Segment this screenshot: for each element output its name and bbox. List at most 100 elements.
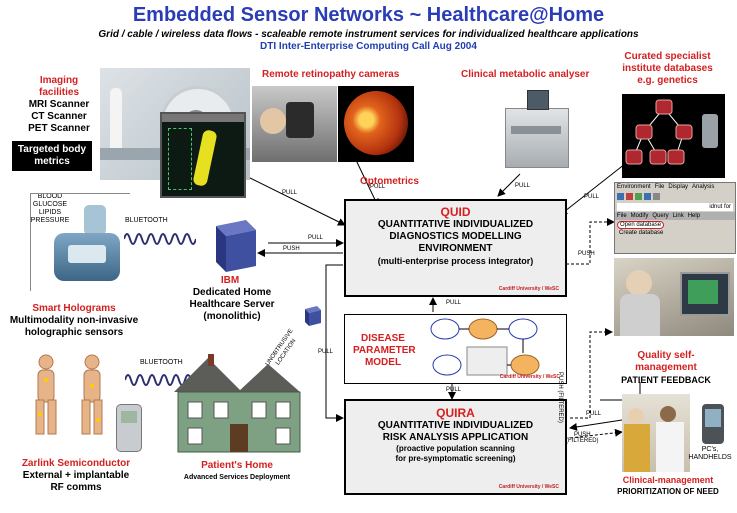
quid-credit: Cardiff University / WeSC xyxy=(498,286,559,292)
quality-line3: PATIENT FEEDBACK xyxy=(621,375,711,385)
quality-line1: Quality self- xyxy=(637,350,695,361)
toolbar-icon[interactable] xyxy=(635,193,642,200)
holograms-line1: Multimodality non-invasive xyxy=(9,315,139,326)
menu-item[interactable]: File xyxy=(617,213,627,219)
software-menubar: Environment File Display Analysis xyxy=(615,183,735,191)
pull-label-retina: PULL xyxy=(370,184,386,190)
toolbar-icon[interactable] xyxy=(617,193,624,200)
sensor-type: PRESSURE xyxy=(30,217,70,224)
sensor-types: BLOOD GLUCOSE LIPIDS PRESSURE xyxy=(22,193,78,225)
quid-line2: DIAGNOSTICS MODELLING xyxy=(389,231,522,242)
quid-box: QUID QUANTITATIVE INDIVIDUALIZED DIAGNOS… xyxy=(344,199,567,297)
holograms-desc: Multimodality non-invasive holographic s… xyxy=(5,315,143,339)
clinical-management-label: Clinical-management PRIORITIZATION OF NE… xyxy=(600,474,736,498)
push-filtered-line2: (FILTERED) xyxy=(566,438,599,444)
device-frame xyxy=(30,193,130,291)
ibm-desc: Dedicated Home Healthcare Server (monoli… xyxy=(180,287,284,323)
quality-line2: management xyxy=(635,362,697,373)
sensor-type: GLUCOSE xyxy=(32,201,68,208)
menu-item[interactable]: Analysis xyxy=(692,184,715,190)
patient-figure-body xyxy=(624,424,650,472)
body-scan-image xyxy=(160,112,246,198)
zarlink-line2: RF comms xyxy=(50,482,102,493)
databases-label: Curated specialist institute databases e… xyxy=(605,51,730,87)
ibm-title: IBM xyxy=(220,275,240,286)
menu-item[interactable]: Modify xyxy=(630,213,649,219)
pull-label-databases: PULL xyxy=(584,194,600,200)
imaging-item: MRI Scanner xyxy=(28,99,90,110)
databases-line3: e.g. genetics xyxy=(637,75,698,86)
push-label-ibm: PUSH xyxy=(283,246,300,252)
metabolic-label: Clinical metabolic analyser xyxy=(461,69,590,80)
quira-line1: QUANTITATIVE INDIVIDUALIZED xyxy=(377,420,534,431)
implant-body-figures xyxy=(16,352,124,436)
push-filtered-vertical-label: PUSH (FILTERED) xyxy=(557,372,563,423)
imaging-title-line2: facilities xyxy=(38,87,80,98)
disease-line2: PARAMETER xyxy=(353,345,416,356)
create-database-option[interactable]: Create database xyxy=(619,230,664,236)
bluetooth-label-1: BLUETOOTH xyxy=(125,217,168,224)
retina-fundus xyxy=(344,91,408,155)
patients-home-house-icon xyxy=(174,354,301,453)
quira-box: QUIRA QUANTITATIVE INDIVIDUALIZED RISK A… xyxy=(344,399,567,495)
menu-item[interactable]: Query xyxy=(652,213,669,219)
menu-item[interactable]: Help xyxy=(687,213,701,219)
toolbar-icon[interactable] xyxy=(653,193,660,200)
home-title: Patient's Home xyxy=(201,460,273,471)
menu-item[interactable]: Link xyxy=(672,213,684,219)
databases-line2: institute databases xyxy=(622,63,713,74)
device-cap xyxy=(84,205,106,235)
staff-figure xyxy=(110,88,122,158)
retinopathy-label: Remote retinopathy cameras xyxy=(262,69,400,80)
analyser-body xyxy=(505,108,569,168)
zarlink-title: Zarlink Semiconductor xyxy=(21,458,131,469)
zarlink-desc: External + implantable RF comms xyxy=(6,470,146,494)
push-filtered-line1: PUSH xyxy=(573,432,591,438)
toolbar-icon[interactable] xyxy=(644,193,651,200)
metabolic-analyser-photo xyxy=(497,86,575,172)
phone-screen xyxy=(121,411,137,423)
pull-label-imaging: PULL xyxy=(282,190,298,196)
home-sub: Advanced Services Deployment xyxy=(183,474,291,481)
database-network-svg xyxy=(625,99,718,165)
databases-line1: Curated specialist xyxy=(624,51,711,62)
device-display xyxy=(68,245,106,263)
quira-line3: (proactive population scanning xyxy=(396,444,515,453)
location-sensor-cube-icon xyxy=(305,306,321,326)
zarlink-line1: External + implantable xyxy=(22,470,130,481)
holograms-title: Smart Holograms xyxy=(32,303,116,314)
open-database-option[interactable]: Open database xyxy=(617,221,665,229)
pull-label-clinical: PULL xyxy=(586,411,602,417)
retina-image xyxy=(338,86,414,162)
quid-line3: ENVIRONMENT xyxy=(418,243,493,254)
page-title: Embedded Sensor Networks ~ Healthcare@Ho… xyxy=(132,4,605,26)
holograms-line2: holographic sensors xyxy=(24,327,124,338)
disease-model-flow-diagram xyxy=(430,318,540,376)
mobile-phone-icon xyxy=(116,404,142,452)
menu-item[interactable]: Display xyxy=(668,184,689,190)
disease-line1: DISEASE xyxy=(361,333,405,344)
software-menubar-2: File Modify Query Link Help xyxy=(615,212,735,220)
menu-item[interactable]: Environment xyxy=(617,184,651,190)
patient-head xyxy=(626,270,652,296)
sensor-type: BLOOD xyxy=(37,193,63,200)
pcs-line1: PC's, xyxy=(701,446,719,453)
pcs-handhelds-label: PC's, HANDHELDS xyxy=(684,446,736,462)
clinician-coat xyxy=(656,422,684,472)
scan-window-bar xyxy=(162,114,244,122)
clinical-line1: Clinical-management xyxy=(622,475,714,485)
ibm-line2: Healthcare Server xyxy=(189,299,275,310)
ibm-line1: Dedicated Home xyxy=(192,287,272,298)
toolbar-icon[interactable] xyxy=(626,193,633,200)
camera-body xyxy=(286,102,314,138)
software-toolbar xyxy=(615,191,735,202)
imaging-title: Imaging facilities xyxy=(14,75,104,99)
scan-grid xyxy=(168,128,192,190)
disease-model-box: DISEASE PARAMETER MODEL Cardiff Universi… xyxy=(344,314,567,384)
patient-figure-head xyxy=(628,408,644,424)
menu-item[interactable]: File xyxy=(654,184,665,190)
quira-line2: RISK ANALYSIS APPLICATION xyxy=(382,432,529,443)
database-network-image xyxy=(622,94,725,178)
clinical-consultation-photo xyxy=(622,394,690,472)
